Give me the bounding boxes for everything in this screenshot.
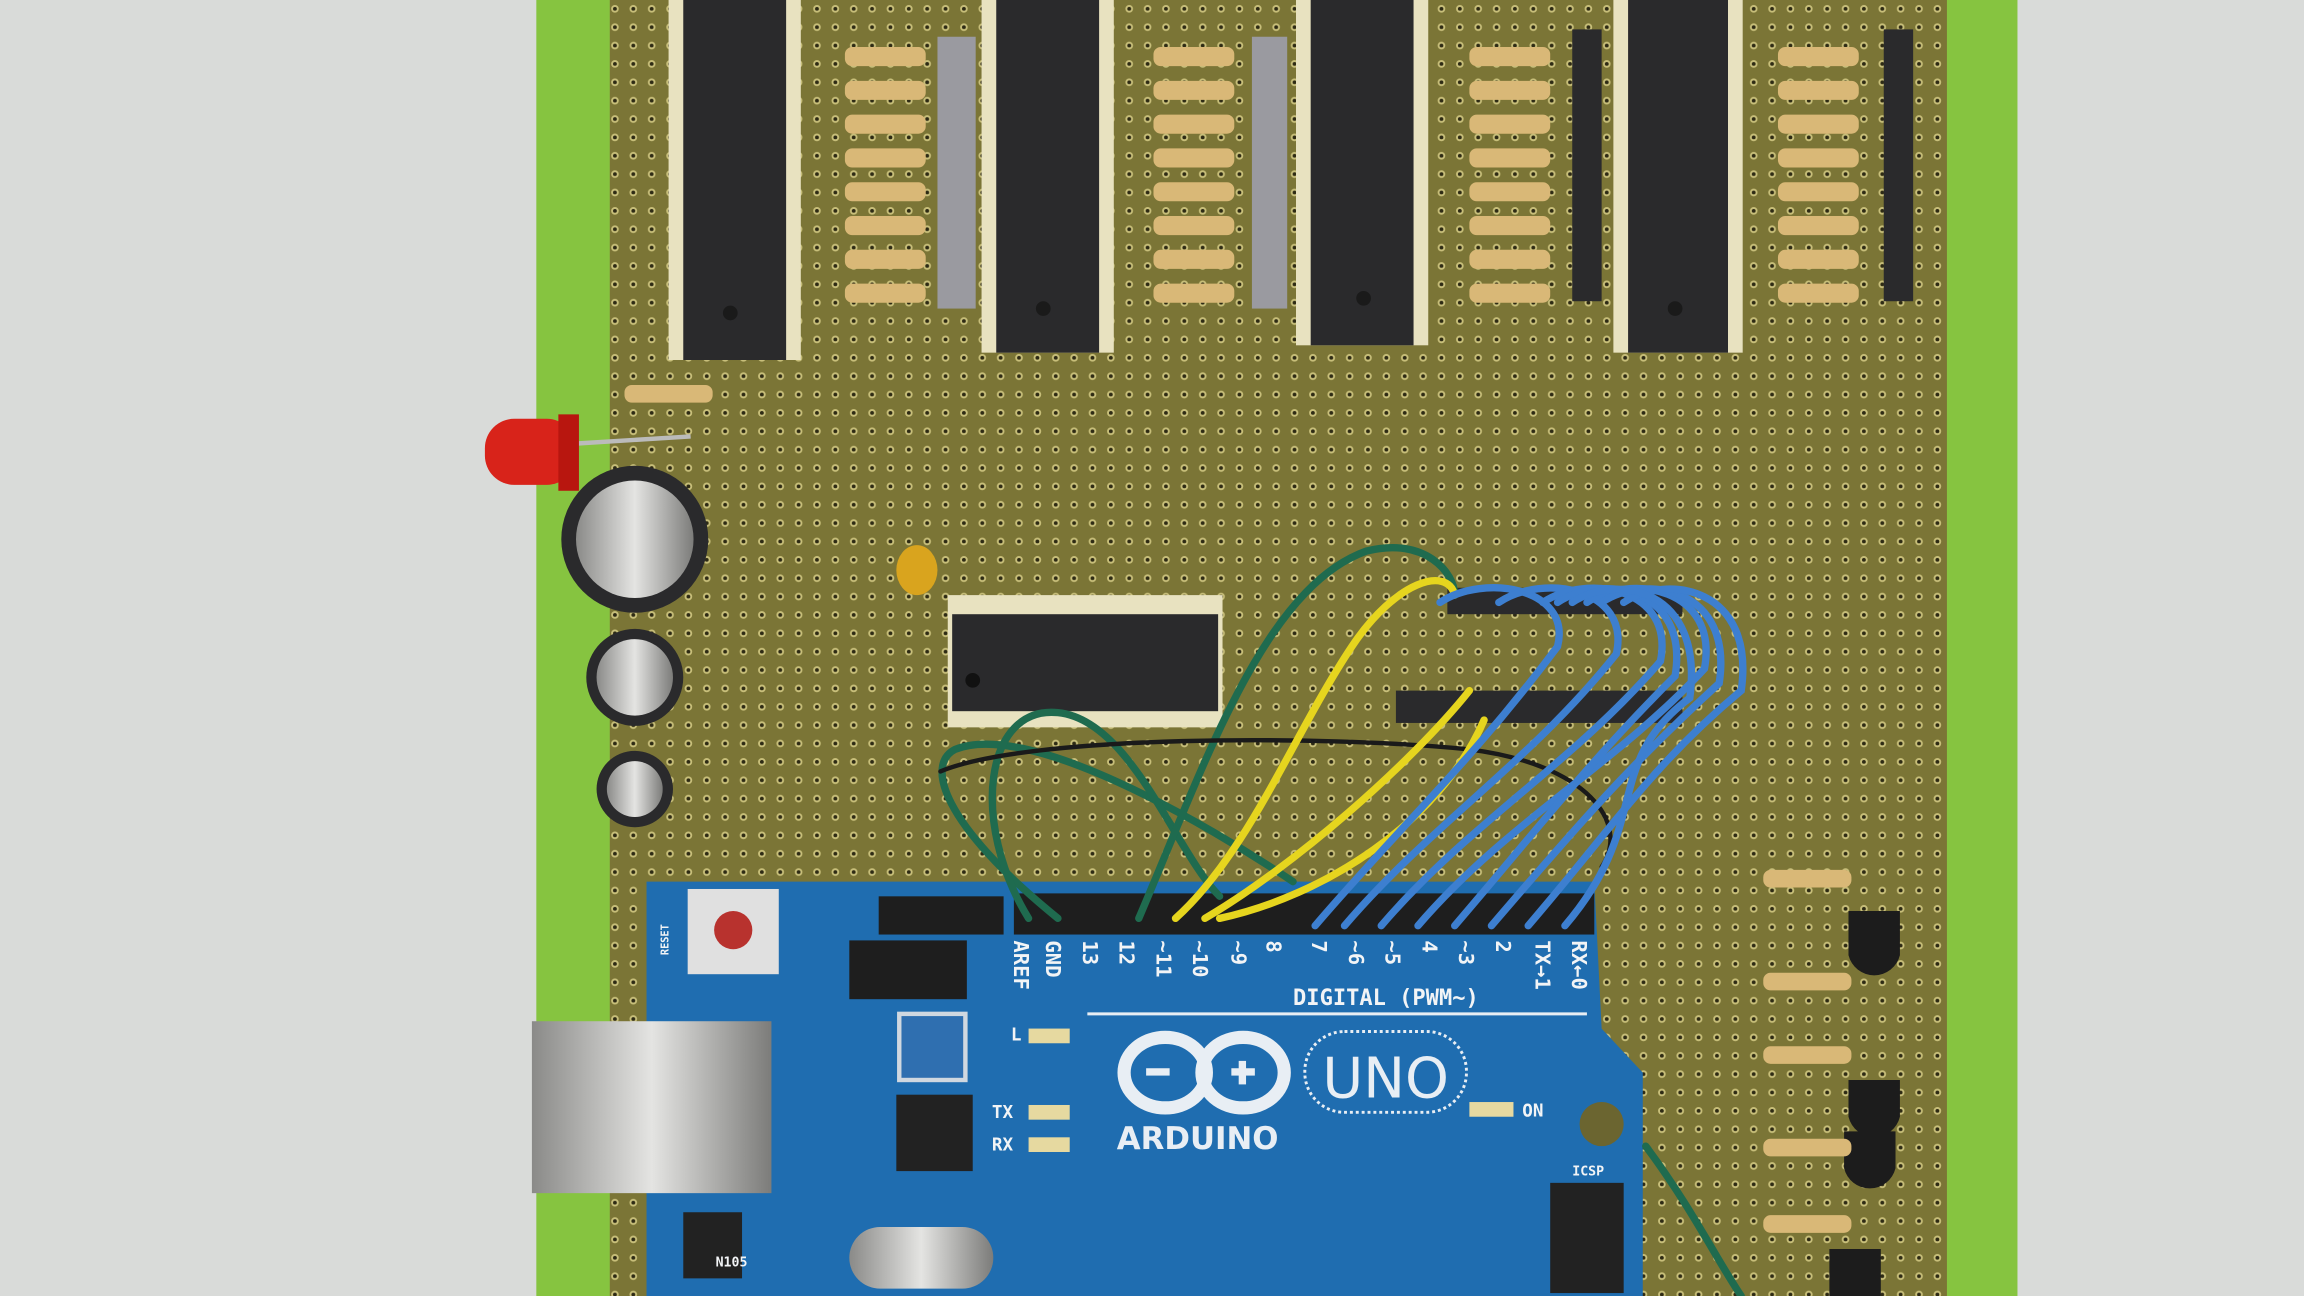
resistor: [1777, 148, 1859, 168]
electrolytic-capacitors: [561, 465, 709, 828]
pin-label: ~6: [1344, 940, 1368, 965]
resistor: [1469, 249, 1551, 269]
resistor: [844, 182, 926, 202]
ic-chip-1: [668, 0, 801, 360]
resistor: [1469, 182, 1551, 202]
pin-label: ~11: [1151, 940, 1175, 977]
arduino-uno-board: N105 DIGITAL (PWM~) AREF GND 13 12 ~11 ~10 ~9 8…: [531, 881, 1643, 1296]
resistor: [1153, 114, 1235, 134]
digital-header: [1013, 893, 1595, 935]
resistor: [1469, 80, 1551, 100]
resistor: [1777, 216, 1859, 236]
rx-label: RX: [992, 1136, 1014, 1156]
resistor: [844, 148, 926, 168]
jumper-wires: [938, 543, 1747, 1296]
usb-b-jack: [531, 1021, 772, 1194]
resistor: [1469, 283, 1551, 303]
reset-label: RESET: [660, 924, 672, 955]
wire-blue: [1340, 584, 1622, 930]
resistor: [1777, 283, 1859, 303]
resistor: [844, 216, 926, 236]
resistor: [1777, 47, 1859, 67]
resistor-single: [624, 384, 713, 403]
resistor: [844, 114, 926, 134]
pin-label: ~10: [1188, 940, 1212, 977]
resistor: [844, 249, 926, 269]
pin-label: 12: [1115, 940, 1139, 965]
pin-label: 7: [1307, 940, 1331, 952]
pin-label: ~3: [1454, 940, 1478, 965]
wire-black: [938, 738, 1613, 870]
tx-label: TX: [992, 1103, 1014, 1123]
resistor: [1469, 47, 1551, 67]
resistor: [1469, 114, 1551, 134]
dip-ic-row: [668, 0, 1743, 360]
pin-labels: AREF GND 13 12 ~11 ~10 ~9 8 7 ~6 ~5 4 ~3 2 TX→1 RX←0: [1009, 940, 1591, 990]
model-label: UNO: [1322, 1047, 1449, 1112]
resistor: [1469, 148, 1551, 168]
resistor: [1153, 182, 1235, 202]
digital-label: DIGITAL (PWM~): [1293, 986, 1479, 1011]
resistor: [1777, 182, 1859, 202]
reset-button-cap: [714, 911, 753, 950]
pin-headers: [937, 29, 1914, 309]
pin-label: 13: [1078, 940, 1102, 965]
pin-label: GND: [1041, 940, 1065, 977]
resistor: [1153, 249, 1235, 269]
pin-label: ~9: [1226, 940, 1250, 965]
wire-blue: [1561, 585, 1696, 930]
pin-label: TX→1: [1531, 940, 1555, 990]
resistor: [844, 283, 926, 303]
wire-green: [1135, 543, 1459, 923]
resistor: [1153, 283, 1235, 303]
resistor: [1777, 114, 1859, 134]
ic-chip-4: [1613, 0, 1743, 353]
pin-label: 4: [1417, 940, 1441, 952]
arduino-logo-icon: [1117, 1030, 1291, 1115]
resistor: [1777, 249, 1859, 269]
crystal: [849, 1226, 994, 1289]
pin-label: ~5: [1381, 940, 1405, 965]
on-label: ON: [1522, 1102, 1543, 1122]
l-label: L: [1011, 1025, 1022, 1045]
icsp-label: ICSP: [1572, 1165, 1604, 1180]
brand-label: ARDUINO: [1117, 1121, 1279, 1157]
resistor: [1153, 47, 1235, 67]
resistor: [1777, 80, 1859, 100]
red-led: [484, 414, 691, 491]
pin-label: RX←0: [1567, 940, 1591, 990]
resistor: [1153, 148, 1235, 168]
pin-label: 2: [1491, 940, 1515, 952]
transistors: [1763, 869, 1900, 1296]
resistor: [844, 47, 926, 67]
wire-green: [1642, 1142, 1745, 1296]
resistor: [1153, 80, 1235, 100]
small-ic: [947, 595, 1223, 728]
pin-label: 8: [1262, 940, 1286, 952]
icsp-header: [1550, 1182, 1624, 1294]
wire-blue: [1311, 584, 1563, 930]
pin-label: AREF: [1009, 940, 1033, 990]
ceramic-capacitor: [896, 545, 938, 596]
chip-mark: N105: [716, 1256, 748, 1271]
ic-chip-2: [981, 0, 1114, 353]
wire-yellow: [1171, 577, 1459, 923]
resistor: [844, 80, 926, 100]
wire-green: [938, 740, 1297, 923]
wire-blue: [1524, 585, 1747, 930]
wire-yellow: [1201, 686, 1474, 923]
resistor: [1153, 216, 1235, 236]
resistor: [1469, 216, 1551, 236]
ic-chip-3: [1296, 0, 1429, 346]
resistor-arrays: [844, 47, 1859, 303]
